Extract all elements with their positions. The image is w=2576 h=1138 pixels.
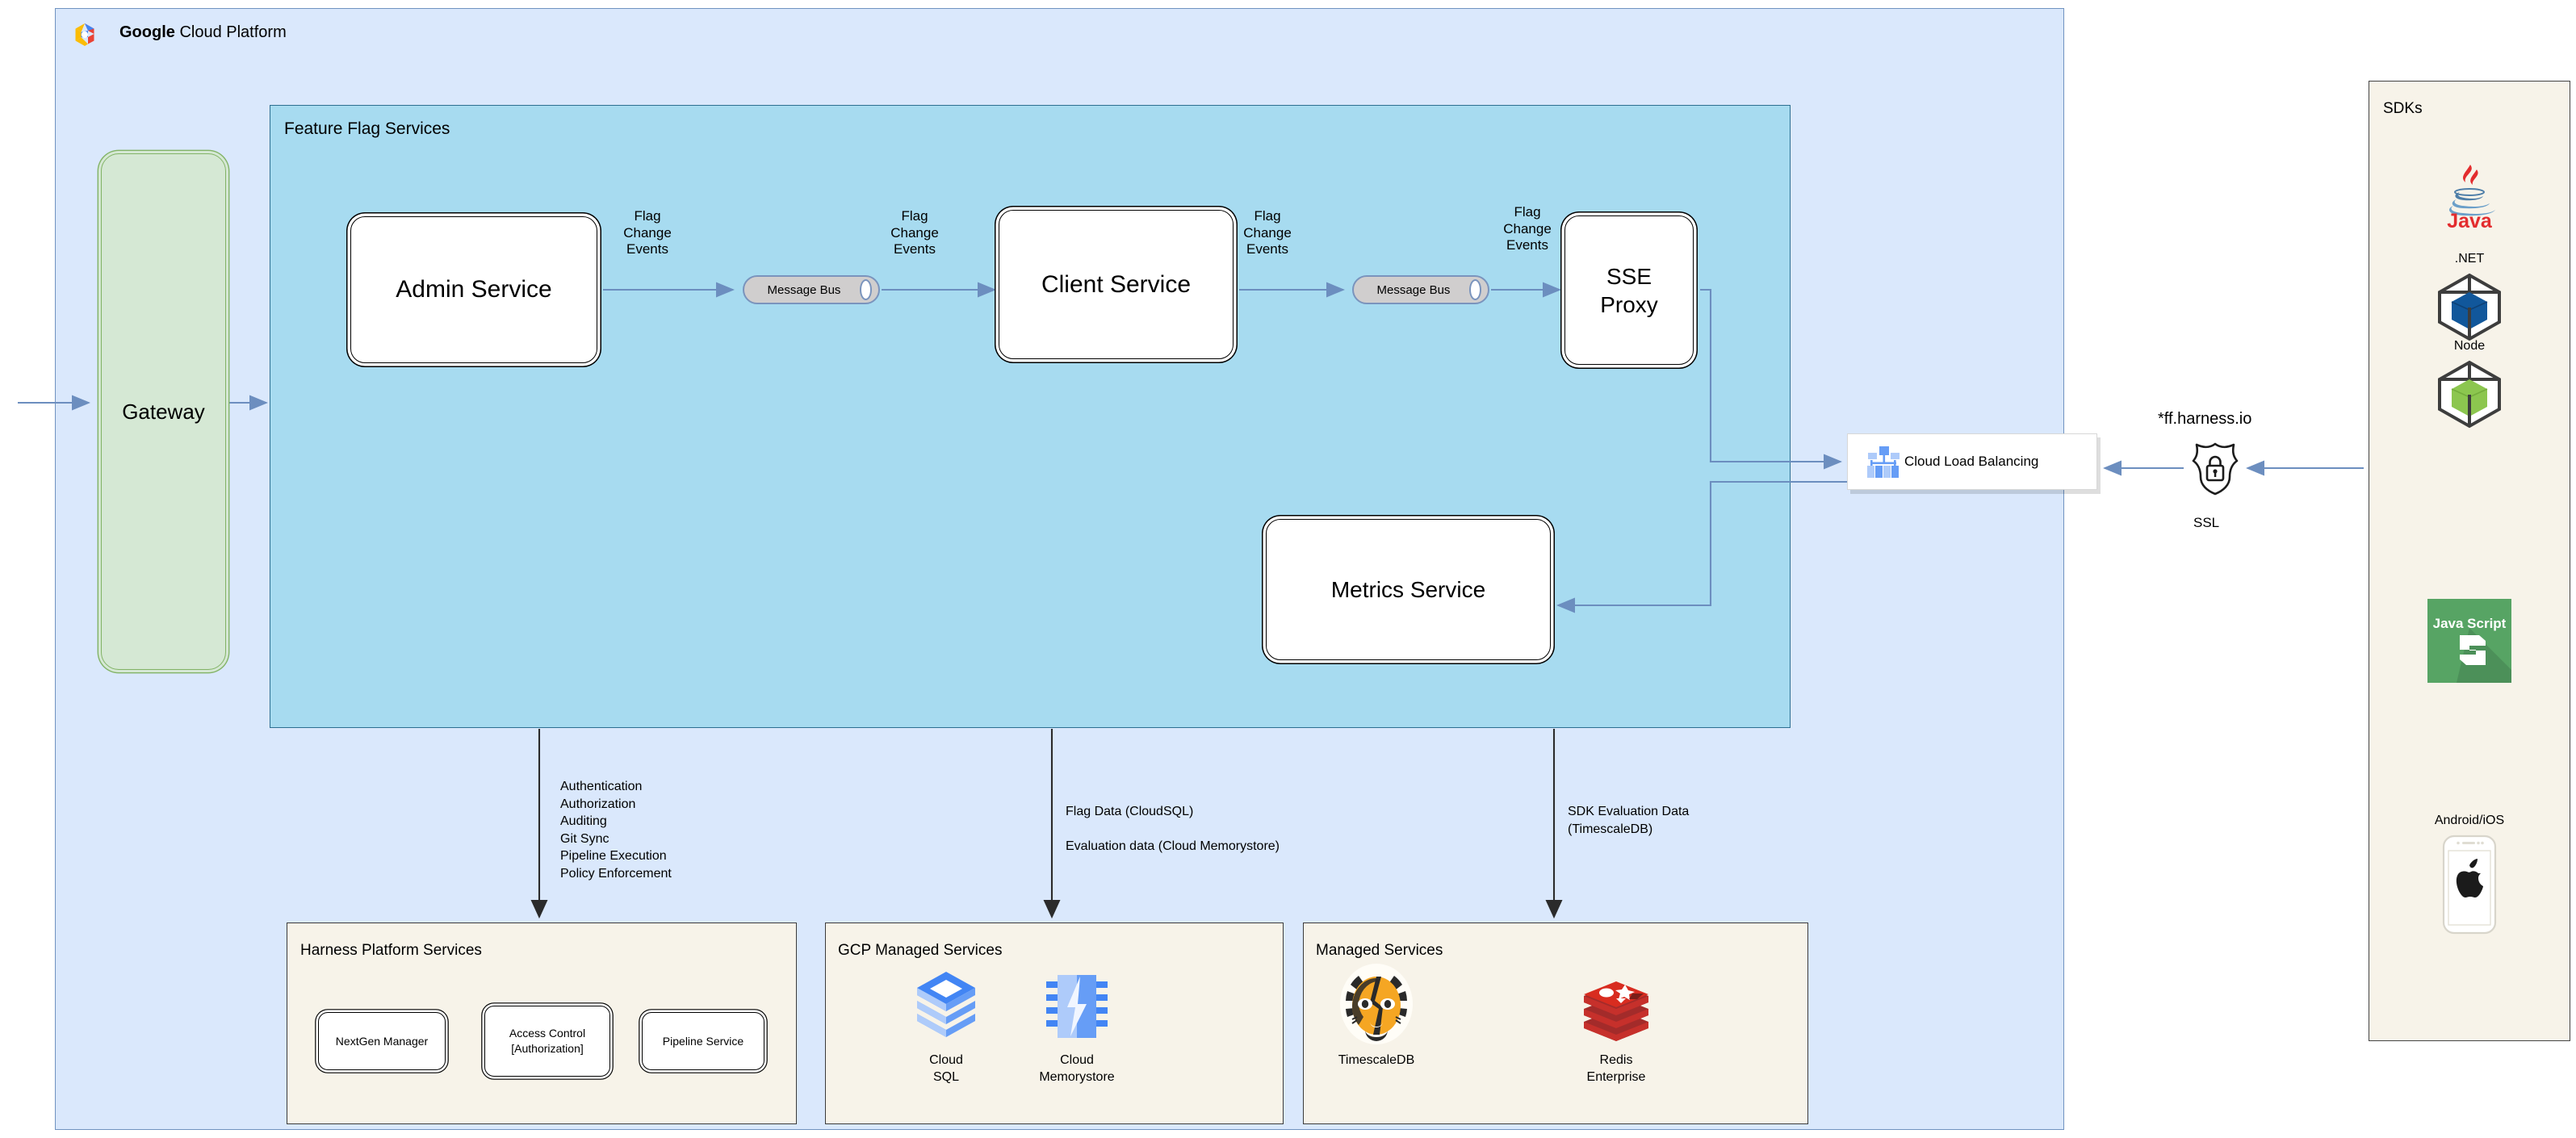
client-service-node[interactable]: Client Service [999,210,1234,359]
sse-proxy-label-line2: Proxy [1600,291,1658,317]
metrics-service-node[interactable]: Metrics Service [1266,519,1551,660]
message-bus-label-1: Message Bus [767,282,841,297]
cloud-load-balancing-label: Cloud Load Balancing [1904,454,2039,469]
redis-logo-icon [1548,965,1685,1046]
sdks-panel-title: SDKs [2383,100,2423,117]
javascript-logo-icon: Java Script [2369,599,2570,683]
dotnet-cube-icon [2369,271,2570,342]
sdk-label-node: Node [2453,339,2486,353]
svg-text:Java: Java [2447,210,2493,232]
timescaledb-tiger-icon [1308,964,1445,1046]
access-control-node[interactable]: Access Control [Authorization] [484,1006,610,1077]
harness-platform-services-title: Harness Platform Services [300,942,482,959]
annotation-data-flows: Flag Data (CloudSQL) Evaluation data (Cl… [1066,805,1280,854]
cloud-memorystore-service[interactable]: Cloud Memorystore [1008,965,1146,1086]
sdk-item-node[interactable]: Node [2369,339,2570,429]
cloud-sql-label: Cloud SQL [929,1053,963,1084]
annotation-sdk-evaluation-data: SDK Evaluation Data (TimescaleDB) [1568,805,1690,836]
timescaledb-label: TimescaleDB [1338,1053,1415,1067]
feature-flag-services-panel [270,105,1791,728]
client-service-label: Client Service [1041,270,1192,298]
feature-flag-services-title: Feature Flag Services [284,119,450,138]
cloud-sql-service[interactable]: Cloud SQL [878,965,1015,1086]
gcp-hexagon-logo-icon [71,21,98,48]
message-bus-label-2: Message Bus [1376,282,1451,297]
java-logo-icon: Java [2369,158,2570,232]
timescaledb-service[interactable]: TimescaleDB [1308,964,1445,1069]
phone-apple-icon [2369,833,2570,936]
queue-end-icon [1469,279,1481,300]
gcp-managed-services-title: GCP Managed Services [838,942,1003,959]
gcp-title-bold: Google [119,23,175,41]
sdk-label-android-ios: Android/iOS [2434,814,2505,827]
sdk-item-javascript[interactable]: Java Script [2369,599,2570,683]
cloud-load-balancing-icon [1866,446,1901,483]
sse-proxy-node[interactable]: SSE Proxy [1564,215,1694,365]
managed-services-title: Managed Services [1316,942,1443,959]
svg-text:Java Script: Java Script [2433,616,2507,631]
ssl-label: SSL [2193,515,2220,530]
admin-service-label: Admin Service [396,276,552,303]
cloud-sql-icon [878,965,1015,1046]
cloud-load-balancing-card[interactable]: Cloud Load Balancing [1847,433,2097,490]
node-cube-icon [2369,358,2570,429]
edge-label-bus-to-client: Flag Change Events [890,208,939,257]
gateway-node[interactable]: Gateway [101,153,226,670]
edge-label-bus2-to-sse: Flag Change Events [1503,204,1552,253]
redis-enterprise-service[interactable]: Redis Enterprise [1548,965,1685,1086]
message-bus-node-2[interactable]: Message Bus [1352,275,1489,304]
cloud-memorystore-label: Cloud Memorystore [1039,1053,1115,1084]
sdk-label-dotnet: .NET [2454,252,2485,266]
sdk-item-dotnet[interactable]: .NET [2369,252,2570,342]
metrics-service-label: Metrics Service [1330,577,1486,602]
admin-service-node[interactable]: Admin Service [350,216,597,363]
gcp-title-rest: Cloud Platform [174,23,287,41]
edge-label-client-to-bus2: Flag Change Events [1243,208,1292,257]
nextgen-manager-node[interactable]: NextGen Manager [318,1012,446,1070]
shield-lock-icon [2191,441,2239,496]
pipeline-service-node[interactable]: Pipeline Service [642,1012,764,1070]
sdk-item-android-ios[interactable]: Android/iOS [2369,814,2570,936]
edge-label-admin-to-bus: Flag Change Events [623,208,672,257]
ssl-hostname-label: *ff.harness.io [2158,410,2252,428]
sse-proxy-label-line1: SSE [1606,263,1652,289]
sdk-item-java[interactable]: Java [2369,158,2570,232]
queue-end-icon [860,279,872,300]
redis-enterprise-label: Redis Enterprise [1586,1053,1646,1084]
gateway-label: Gateway [122,399,205,424]
cloud-memorystore-icon [1008,965,1146,1046]
annotation-platform-capabilities: Authentication Authorization Auditing Gi… [560,780,672,881]
message-bus-node-1[interactable]: Message Bus [743,275,880,304]
gcp-panel-title: Google Cloud Platform [119,23,287,42]
